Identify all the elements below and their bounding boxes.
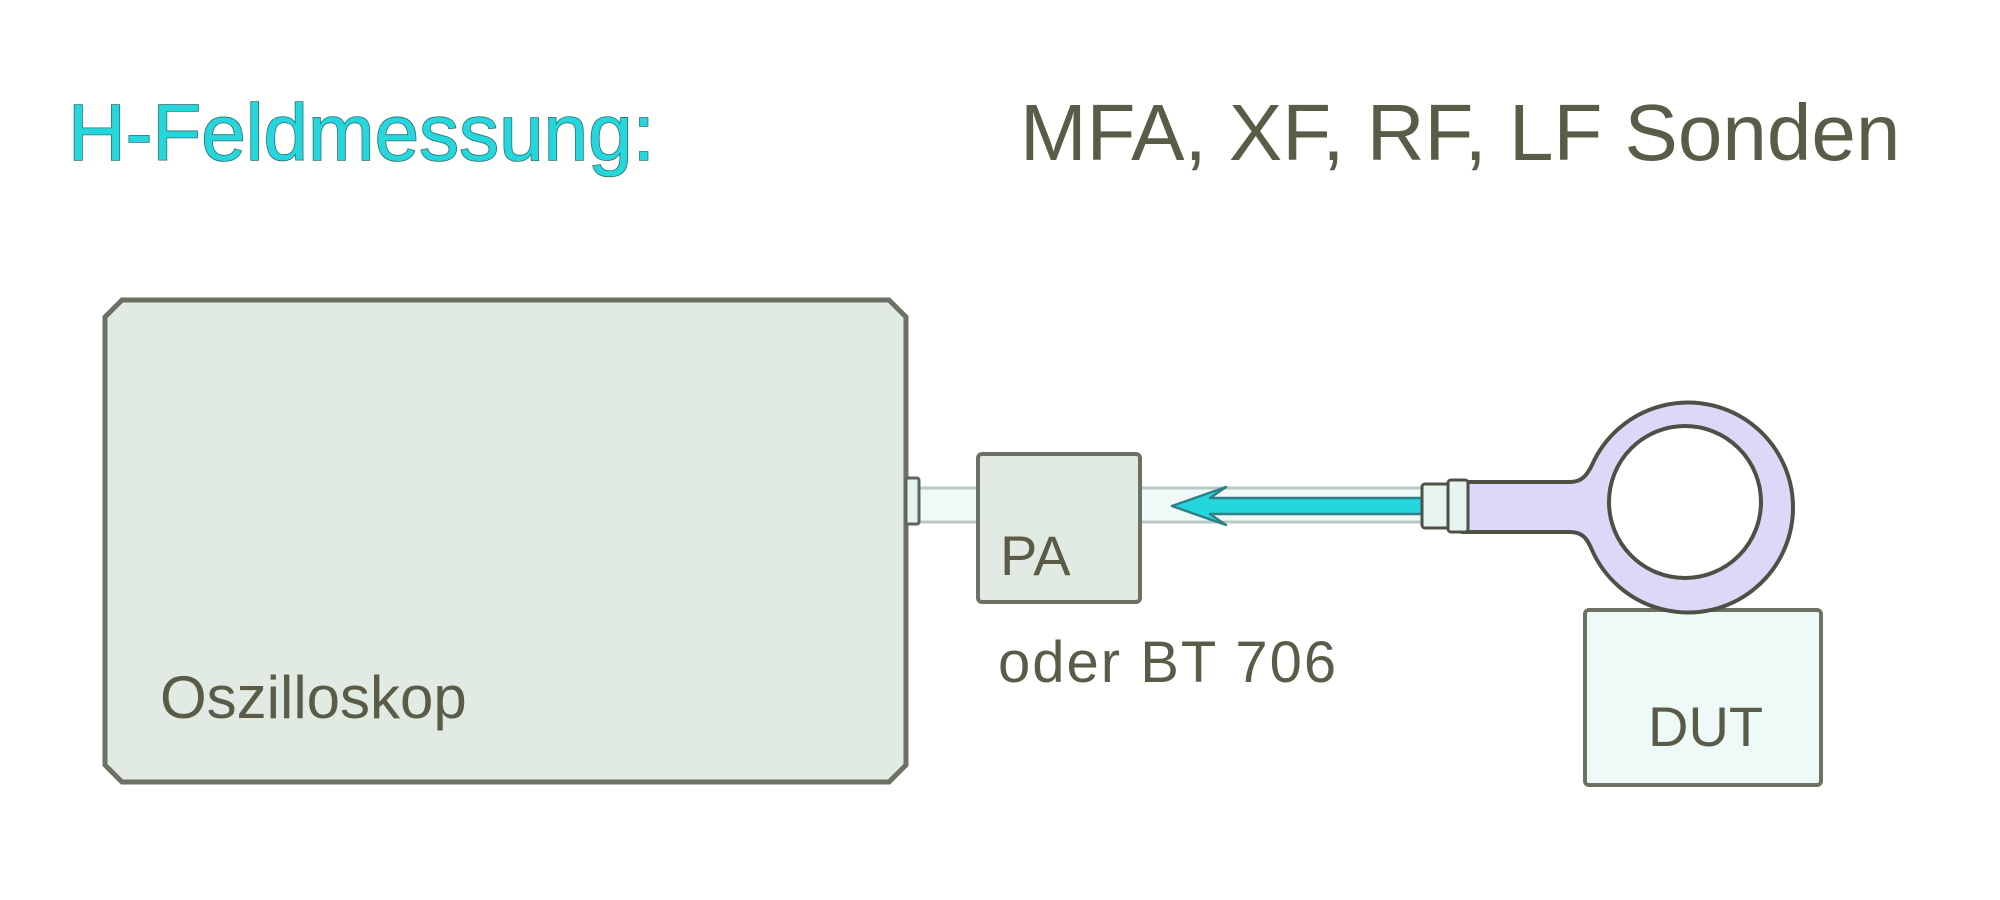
cable-scope-to-pa: [904, 476, 980, 526]
preamplifier-box: [976, 452, 1142, 604]
preamplifier-alternative-caption: oder BT 706: [998, 630, 1338, 695]
preamplifier: PA: [976, 452, 1142, 604]
scope-connector: [904, 476, 921, 526]
dut-label: DUT: [1648, 695, 1763, 758]
oscilloscope-box: [102, 297, 909, 785]
magnetic-field-loop-probe-icon: [1420, 400, 1796, 615]
oscilloscope-label: Oszilloskop: [160, 664, 467, 731]
preamplifier-label: PA: [1000, 524, 1071, 587]
dut: DUT: [1583, 608, 1823, 787]
oscilloscope: Oszilloskop: [102, 297, 909, 785]
diagram-title: H-Feldmessung:: [68, 88, 655, 177]
signal-direction-arrow-icon: [1170, 485, 1442, 527]
diagram-subtitle: MFA, XF, RF, LF Sonden: [1020, 88, 1900, 177]
